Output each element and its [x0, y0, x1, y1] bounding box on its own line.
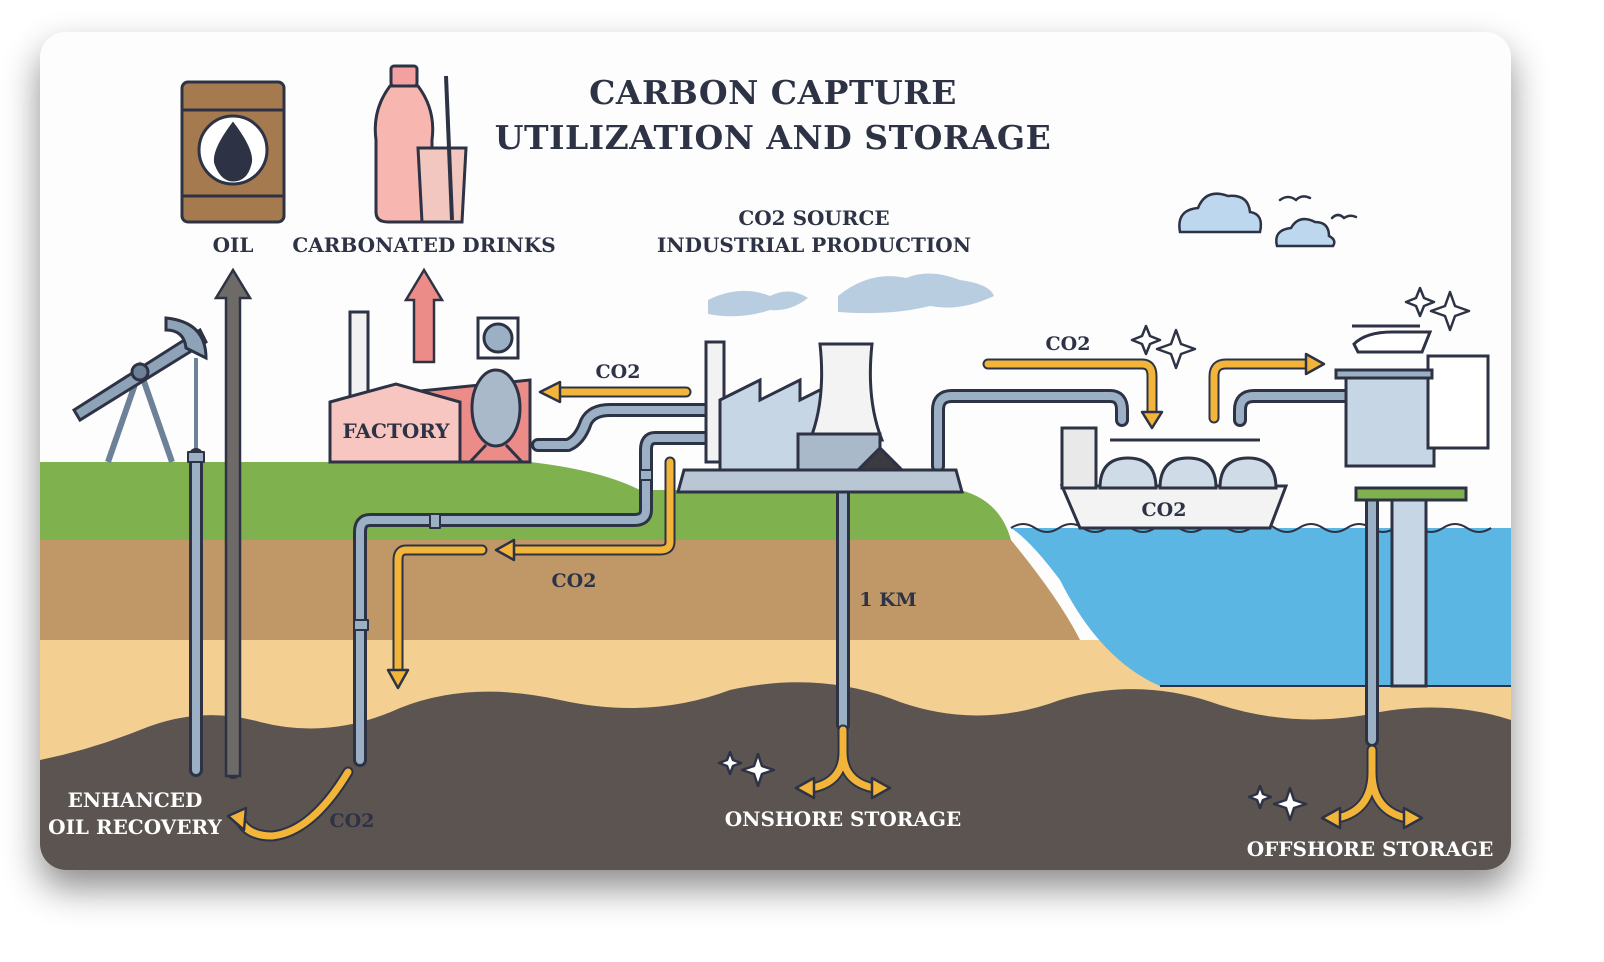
label-eor-line-1: ENHANCED — [68, 788, 203, 812]
label-onshore-storage: ONSHORE STORAGE — [725, 807, 962, 831]
offshore-platform — [1334, 324, 1490, 688]
label-offshore-storage: OFFSHORE STORAGE — [1247, 837, 1494, 861]
pump-jack-icon — [71, 316, 208, 463]
cloud-icon — [1178, 192, 1336, 248]
label-co2-underground: CO2 — [552, 570, 597, 592]
drinks-up-arrow — [403, 267, 445, 364]
sea-water — [1011, 528, 1511, 686]
label-carbonated-drinks: CARBONATED DRINKS — [292, 233, 555, 257]
tanker-ship — [1059, 426, 1289, 530]
birds-icon — [1278, 195, 1358, 220]
label-depth: 1 KM — [859, 589, 916, 611]
rock-layer — [40, 682, 1511, 870]
label-co2-ship-hull: CO2 — [1142, 499, 1187, 521]
label-co2-eor: CO2 — [330, 810, 375, 832]
label-oil: OIL — [213, 233, 254, 257]
oil-up-arrow — [213, 267, 253, 778]
label-co2-ship-top: CO2 — [1046, 333, 1091, 355]
power-plant — [676, 273, 994, 494]
soil-layer — [40, 540, 1080, 640]
sparkle-icons — [717, 286, 1471, 822]
label-co2-factory: CO2 — [596, 361, 641, 383]
title-line-1: CARBON CAPTURE — [589, 73, 957, 112]
factory-building — [328, 310, 532, 464]
label-factory: FACTORY — [342, 419, 450, 443]
co2-flow-arrows — [226, 352, 1424, 842]
oil-barrel-icon — [180, 80, 286, 224]
grass-layer — [40, 462, 1011, 540]
label-source-line-1: CO2 SOURCE — [738, 206, 889, 230]
label-eor-line-2: OIL RECOVERY — [48, 815, 222, 839]
label-source-line-2: INDUSTRIAL PRODUCTION — [657, 233, 971, 257]
title-line-2: UTILIZATION AND STORAGE — [495, 118, 1052, 157]
soda-bottle-icon — [373, 64, 468, 224]
